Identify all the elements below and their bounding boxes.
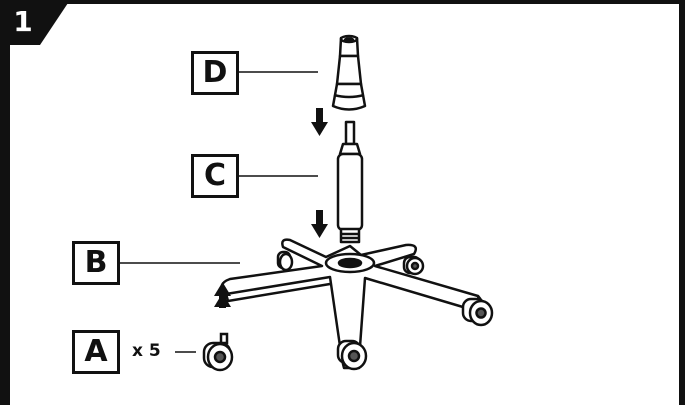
- caster-wheel-single: [202, 332, 234, 372]
- step-number: 1: [13, 5, 33, 38]
- step-tab: [0, 0, 70, 45]
- caster-wheel: [461, 297, 494, 327]
- part-label-b: B: [72, 241, 120, 285]
- insert-arrow: [214, 282, 231, 308]
- insert-arrow: [311, 210, 328, 238]
- gas-lift-cylinder: [336, 120, 364, 244]
- part-label-c: C: [191, 154, 239, 198]
- gas-lift-cover: [331, 34, 367, 111]
- caster-wheel: [402, 255, 425, 276]
- part-label-a: A: [72, 330, 120, 374]
- five-star-base: [220, 238, 494, 371]
- caster-wheel: [336, 339, 368, 371]
- quantity-label: x 5: [132, 341, 161, 361]
- part-label-d: D: [191, 51, 239, 95]
- leader-lines: [120, 71, 318, 353]
- caster-wheel: [276, 250, 294, 272]
- insert-arrow: [311, 108, 328, 136]
